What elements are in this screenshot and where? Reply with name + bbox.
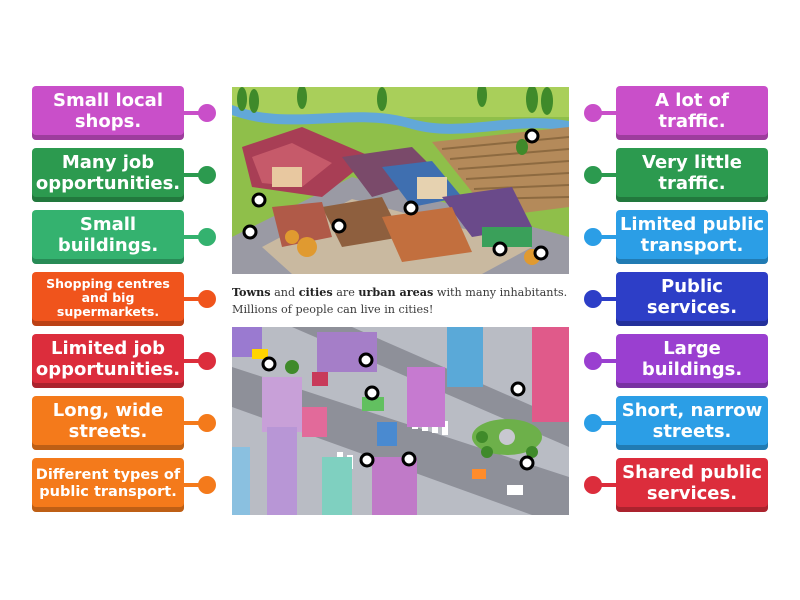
caption-text: are xyxy=(332,286,359,299)
caption-word-cities: cities xyxy=(298,285,333,299)
right-tile-limited-public-transport[interactable]: Limited public transport. xyxy=(616,210,768,264)
left-tile-small-buildings[interactable]: Small buildings. xyxy=(32,210,184,264)
caption-word-urban-areas: urban areas xyxy=(358,285,434,299)
tile-label: Large buildings. xyxy=(641,338,743,380)
right-connector-knob[interactable] xyxy=(584,228,602,246)
right-tile-a-lot-of-traffic[interactable]: A lot of traffic. xyxy=(616,86,768,140)
right-connector-knob[interactable] xyxy=(584,104,602,122)
right-connector xyxy=(594,173,616,177)
tile-label: Many job opportunities. xyxy=(35,152,181,194)
left-connector-knob[interactable] xyxy=(198,228,216,246)
tile-label: Very little traffic. xyxy=(642,152,742,194)
caption-text: with many inhabitants. xyxy=(433,286,568,299)
caption-text: and xyxy=(270,286,299,299)
right-connector xyxy=(594,297,616,301)
right-tile-public-services[interactable]: Public services. xyxy=(616,272,768,326)
left-connector-knob[interactable] xyxy=(198,166,216,184)
tile-label: Shared public services. xyxy=(622,462,762,504)
left-connector-knob[interactable] xyxy=(198,104,216,122)
right-tile-very-little-traffic[interactable]: Very little traffic. xyxy=(616,148,768,202)
caption: Towns and cities are urban areas with ma… xyxy=(232,284,572,318)
tile-label: Shopping centres and big supermarkets. xyxy=(46,275,170,319)
left-tile-shopping-centres[interactable]: Shopping centres and big supermarkets. xyxy=(32,272,184,326)
right-tile-short-narrow-streets[interactable]: Short, narrow streets. xyxy=(616,396,768,450)
tile-label: Small local shops. xyxy=(53,90,163,132)
right-tile-large-buildings[interactable]: Large buildings. xyxy=(616,334,768,388)
right-connector xyxy=(594,111,616,115)
right-connector-knob[interactable] xyxy=(584,290,602,308)
left-connector xyxy=(184,421,206,425)
tile-label: Small buildings. xyxy=(57,214,159,256)
right-connector-knob[interactable] xyxy=(584,414,602,432)
tile-label: Different types of public transport. xyxy=(35,467,181,500)
city-illustration xyxy=(232,327,569,515)
left-connector-knob[interactable] xyxy=(198,414,216,432)
left-connector xyxy=(184,235,206,239)
right-connector xyxy=(594,483,616,487)
left-connector xyxy=(184,359,206,363)
tile-label: Short, narrow streets. xyxy=(621,400,763,442)
left-connector xyxy=(184,483,206,487)
left-connector xyxy=(184,297,206,301)
caption-word-towns: Towns xyxy=(232,285,271,299)
left-tile-limited-job-opportunities[interactable]: Limited job opportunities. xyxy=(32,334,184,388)
tile-label: Long, wide streets. xyxy=(52,400,164,442)
tile-label: Public services. xyxy=(646,276,738,318)
left-connector-knob[interactable] xyxy=(198,290,216,308)
left-tile-many-job-opportunities[interactable]: Many job opportunities. xyxy=(32,148,184,202)
right-connector-knob[interactable] xyxy=(584,476,602,494)
town-illustration xyxy=(232,87,569,274)
right-connector xyxy=(594,421,616,425)
caption-line-2: Millions of people can live in cities! xyxy=(232,303,434,316)
left-tile-long-wide-streets[interactable]: Long, wide streets. xyxy=(32,396,184,450)
left-connector xyxy=(184,111,206,115)
left-connector xyxy=(184,173,206,177)
tile-label: A lot of traffic. xyxy=(655,90,729,132)
left-connector-knob[interactable] xyxy=(198,352,216,370)
tile-label: Limited public transport. xyxy=(619,214,765,256)
left-connector-knob[interactable] xyxy=(198,476,216,494)
right-connector-knob[interactable] xyxy=(584,352,602,370)
right-tile-shared-public-services[interactable]: Shared public services. xyxy=(616,458,768,512)
caption-line-1: Towns and cities are urban areas with ma… xyxy=(232,284,572,301)
left-tile-different-transport[interactable]: Different types of public transport. xyxy=(32,458,184,512)
right-connector xyxy=(594,359,616,363)
right-connector xyxy=(594,235,616,239)
left-tile-small-local-shops[interactable]: Small local shops. xyxy=(32,86,184,140)
right-connector-knob[interactable] xyxy=(584,166,602,184)
tile-label: Limited job opportunities. xyxy=(35,338,181,380)
